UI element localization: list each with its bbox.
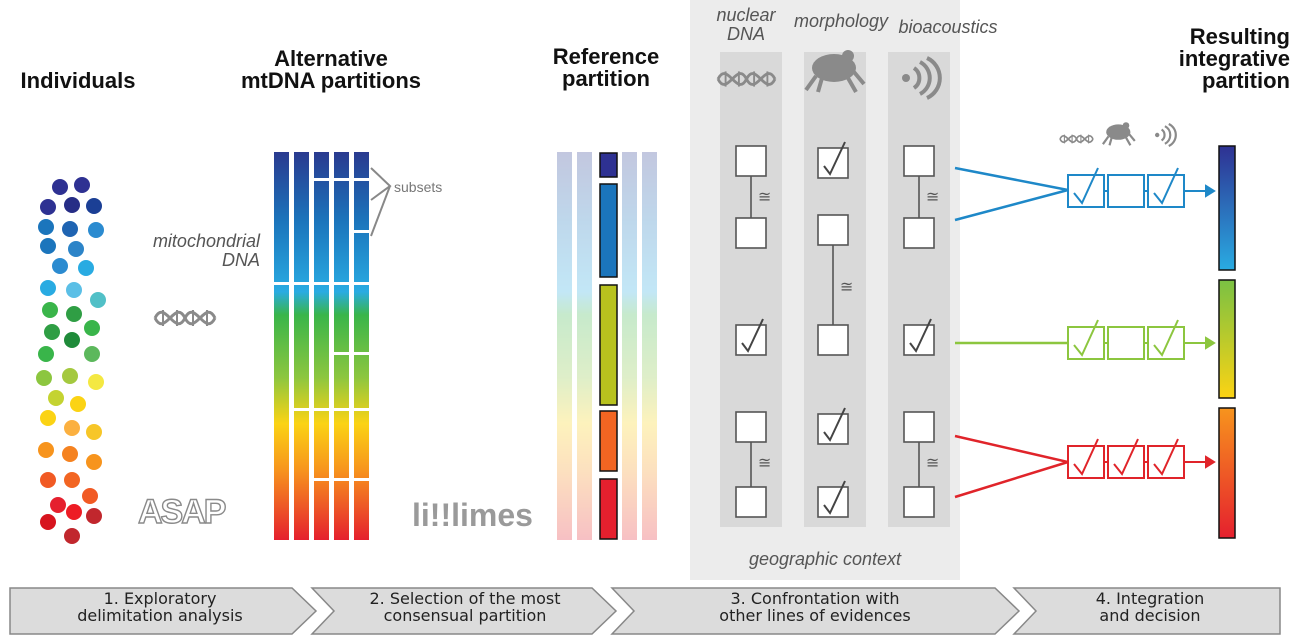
connector-lines — [954, 166, 1073, 499]
label-morphology: morphology — [793, 11, 889, 31]
subsets-bracket — [370, 167, 392, 237]
step-2-line2: consensual partition — [383, 605, 547, 625]
label-mitochondrial-dna: mitochondrial DNA — [120, 232, 260, 270]
morphology-checkboxes: ≅ — [817, 141, 853, 518]
step-4-line1: 4. Integration — [1095, 589, 1205, 608]
heading-resulting-line2: integrative — [1178, 46, 1290, 71]
heading-resulting-partition: Resulting integrative partition — [1165, 26, 1290, 92]
limes-logo: li!!limes — [412, 497, 533, 533]
step-2-line1: 2. Selection of the most — [369, 589, 561, 608]
step-4-line2: and decision — [1099, 605, 1201, 625]
step-3-line1: 3. Confrontation with — [730, 589, 900, 608]
heading-alternative-line1: Alternative — [274, 46, 388, 71]
label-geographic-context: geographic context — [748, 549, 902, 569]
label-mito-line1: mitochondrial — [152, 231, 260, 251]
heading-reference-line1: Reference — [552, 44, 660, 69]
svg-text:≅: ≅ — [758, 187, 771, 206]
label-subsets: subsets — [394, 179, 443, 195]
heading-resulting-line3: partition — [1202, 68, 1290, 93]
label-nuclear-line1: nuclear — [716, 5, 776, 25]
reference-highlighted-column — [599, 152, 618, 540]
step-4-label: 4. Integration and decision — [1030, 589, 1270, 625]
integration-row-blue — [1067, 167, 1216, 208]
alternative-partitions — [274, 152, 374, 540]
svg-text:≅: ≅ — [926, 453, 939, 472]
resulting-partition-bars — [1218, 145, 1236, 539]
frog-icon — [1101, 121, 1136, 147]
asap-logo: ASAP — [137, 492, 228, 531]
reference-partition — [557, 152, 657, 540]
svg-text:li!!limes: li!!limes — [412, 497, 533, 533]
heading-individuals: Individuals — [20, 68, 136, 93]
nuclear-dna-checkboxes: ≅ ≅ — [735, 145, 771, 518]
step-2-label: 2. Selection of the most consensual part… — [330, 589, 600, 625]
label-bioacoustics: bioacoustics — [898, 17, 998, 37]
integration-row-red — [1067, 438, 1216, 479]
svg-text:≅: ≅ — [758, 453, 771, 472]
step-1-line1: 1. Exploratory — [103, 589, 217, 608]
integration-row-green — [1067, 319, 1216, 360]
individuals-dots — [36, 177, 106, 544]
sound-wave-icon — [1153, 122, 1177, 148]
label-mito-line2: DNA — [221, 249, 260, 270]
svg-text:ASAP: ASAP — [138, 493, 226, 531]
heading-alternative-line2: mtDNA partitions — [240, 68, 422, 93]
dna-helix-icon — [153, 308, 217, 328]
label-nuclear-dna: nuclear DNA — [706, 6, 786, 44]
step-3-line2: other lines of evidences — [719, 605, 911, 625]
svg-text:≅: ≅ — [840, 277, 853, 296]
svg-text:≅: ≅ — [926, 187, 939, 206]
step-1-line2: delimitation analysis — [77, 605, 243, 625]
bioacoustics-checkboxes: ≅ ≅ — [903, 145, 939, 518]
label-nuclear-line2: DNA — [726, 23, 765, 44]
step-3-label: 3. Confrontation with other lines of evi… — [630, 589, 1000, 625]
heading-reference-line2: partition — [562, 66, 650, 91]
step-chevrons — [9, 587, 1281, 635]
heading-alternative-partitions: Alternative mtDNA partitions — [236, 48, 426, 92]
step-1-label: 1. Exploratory delimitation analysis — [20, 589, 300, 625]
heading-resulting-line1: Resulting — [1189, 24, 1290, 49]
heading-reference-partition: Reference partition — [536, 46, 676, 90]
dna-helix-icon — [1059, 133, 1094, 145]
